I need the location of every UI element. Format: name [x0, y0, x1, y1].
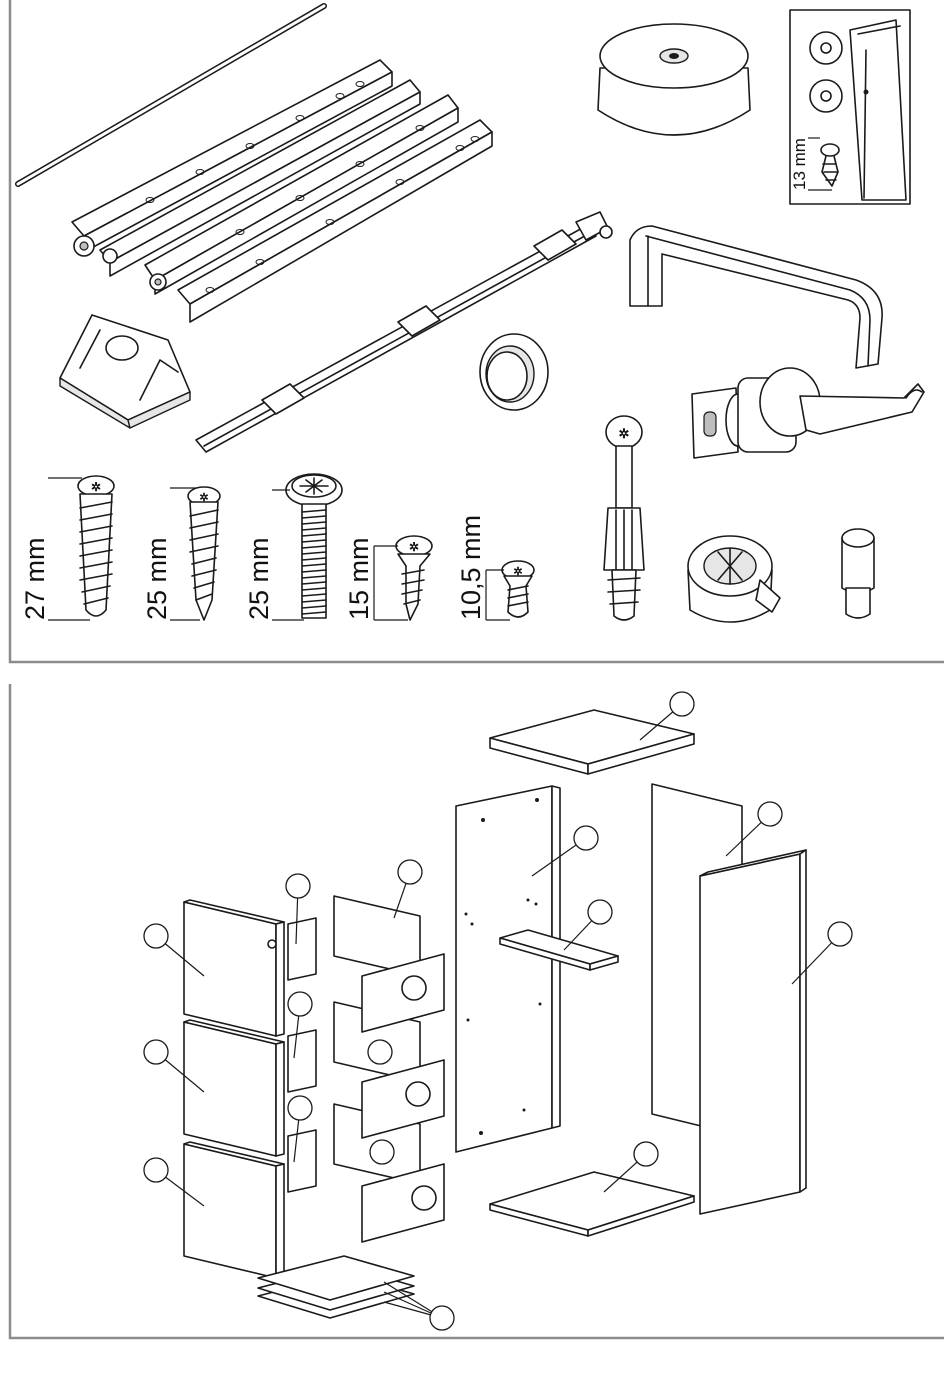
wall-anchor-kit: 13 mm: [790, 10, 910, 204]
furniture-foot: [598, 24, 750, 135]
cam-lock-with-key: [692, 368, 924, 458]
drawer-runners: [72, 60, 492, 322]
cabinet-left-side: [456, 786, 560, 1152]
screw-15mm-dimension: 15 mm: [344, 537, 374, 620]
detail-screw-dimension: 13 mm: [790, 138, 809, 190]
cam-lock-housing: [688, 536, 780, 622]
drawer-sides: [288, 918, 316, 1192]
callout-drawer-back: [394, 860, 422, 918]
drawer-panels-with-holes: [362, 954, 444, 1242]
callout-drawer-bottom-boards: [384, 1282, 454, 1330]
cam-bolt: ✲: [604, 416, 644, 620]
drawer-front-top: [184, 900, 284, 1036]
handle: [630, 226, 882, 368]
svg-text:✲: ✲: [409, 540, 419, 554]
hardware-panel: 13 mm: [10, 0, 944, 662]
exploded-view-panel: [10, 684, 944, 1338]
screw-15mm: ✲ 15 mm: [344, 536, 432, 620]
screw-10-5mm: ✲ 10,5 mm: [456, 515, 534, 620]
screw-25mm-bolt-dimension: 25 mm: [244, 537, 274, 620]
screw-25mm-wood-dimension: 25 mm: [142, 537, 172, 620]
shelf-pin: [842, 529, 874, 618]
screw-27mm: ✲ 27 mm: [20, 476, 114, 620]
callout-drawer-panel-bottom: [370, 1140, 394, 1164]
svg-text:✲: ✲: [619, 426, 630, 441]
screw-25mm-bolt: 25 mm: [244, 474, 342, 620]
svg-text:✲: ✲: [91, 480, 101, 494]
cabinet-bottom: [490, 1172, 694, 1236]
drawer-front-bottom: [184, 1142, 284, 1278]
grommet-ring: [480, 334, 548, 410]
screw-27mm-dimension: 27 mm: [20, 537, 50, 620]
screw-25mm-wood: ✲ 25 mm: [142, 487, 220, 620]
corner-bracket: [60, 315, 190, 428]
callout-shelf: [564, 900, 612, 950]
callout-drawer-panel-middle: [368, 1040, 392, 1064]
screw-10-5mm-dimension: 10,5 mm: [456, 515, 486, 620]
cabinet-right-side: [700, 850, 806, 1214]
